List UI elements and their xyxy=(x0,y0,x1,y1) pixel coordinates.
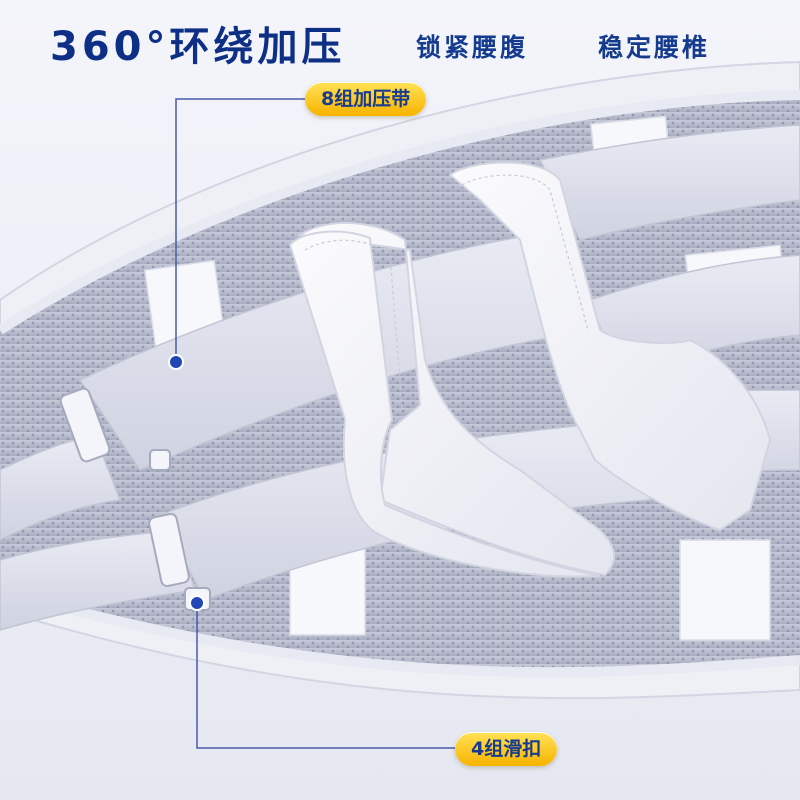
feature-header: 360°环绕加压 锁紧腰腹 稳定腰椎 xyxy=(0,0,800,78)
callout-slide-buckles: 4组滑扣 xyxy=(455,732,558,766)
strap-marker-dot xyxy=(168,354,184,370)
buckle-marker-dot xyxy=(189,595,205,611)
feature-lock-waist: 锁紧腰腹 xyxy=(416,33,529,62)
feature-stabilize-spine: 稳定腰椎 xyxy=(598,33,711,62)
lumbar-support-pads xyxy=(288,161,772,578)
callout-leaders xyxy=(168,98,455,749)
callout-compression-straps: 8组加压带 xyxy=(305,82,427,116)
headline-compression: 360°环绕加压 xyxy=(50,24,346,70)
slide-buckles xyxy=(59,387,211,611)
